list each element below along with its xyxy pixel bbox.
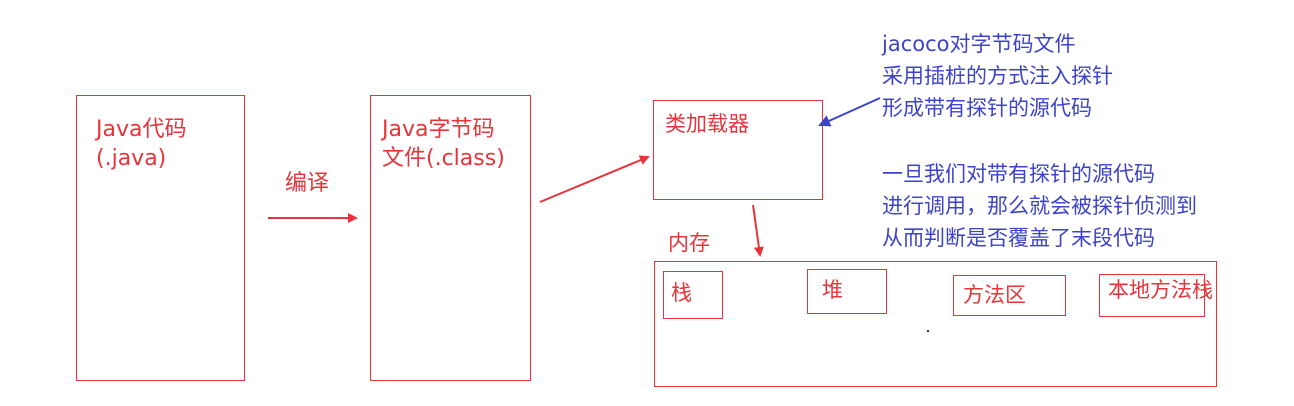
memory-area-heap-box — [807, 269, 887, 314]
memory-area-stack-box — [663, 271, 723, 319]
bytecode-box — [370, 95, 531, 381]
java-source-label: Java代码 (.java) — [96, 116, 186, 173]
memory-box — [654, 261, 1217, 387]
note-instrumentation-line1: jacoco对字节码文件 — [882, 32, 1076, 56]
memory-label: 内存 — [668, 231, 710, 255]
classloader-label: 类加载器 — [665, 112, 749, 136]
java-source-box — [76, 95, 245, 381]
memory-area-stack-label: 栈 — [671, 281, 692, 305]
memory-area-native-label: 本地方法栈 — [1108, 278, 1213, 302]
instrument-arrow — [818, 97, 881, 127]
bytecode-line2: 文件(.class) — [382, 145, 505, 171]
compile-label: 编译 — [285, 171, 330, 196]
classloader-box — [653, 100, 823, 200]
note-instrumentation-line2: 采用插桩的方式注入探针 — [882, 64, 1113, 88]
note-instrumentation-line3: 形成带有探针的源代码 — [882, 96, 1092, 120]
note-instrumentation: jacoco对字节码文件 采用插桩的方式注入探针 形成带有探针的源代码 — [882, 28, 1113, 124]
bytecode-label: Java字节码 文件(.class) — [382, 116, 505, 173]
note-probe-detection: 一旦我们对带有探针的源代码 进行调用，那么就会被探针侦测到 从而判断是否覆盖了末… — [882, 158, 1197, 254]
note-probe-line3: 从而判断是否覆盖了末段代码 — [882, 226, 1155, 250]
note-probe-line1: 一旦我们对带有探针的源代码 — [882, 162, 1155, 186]
memory-area-method-box — [953, 275, 1066, 316]
memory-area-method-label: 方法区 — [963, 283, 1026, 307]
bytecode-line1: Java字节码 — [382, 117, 495, 142]
load-arrow — [539, 155, 650, 203]
note-probe-line2: 进行调用，那么就会被探针侦测到 — [882, 194, 1197, 218]
stray-dot — [927, 330, 929, 332]
java-source-line1: Java代码 — [96, 117, 187, 142]
memory-area-heap-label: 堆 — [822, 278, 843, 302]
memory-arrow — [752, 204, 764, 257]
memory-area-native-box — [1099, 274, 1205, 317]
java-source-line2: (.java) — [96, 145, 167, 171]
